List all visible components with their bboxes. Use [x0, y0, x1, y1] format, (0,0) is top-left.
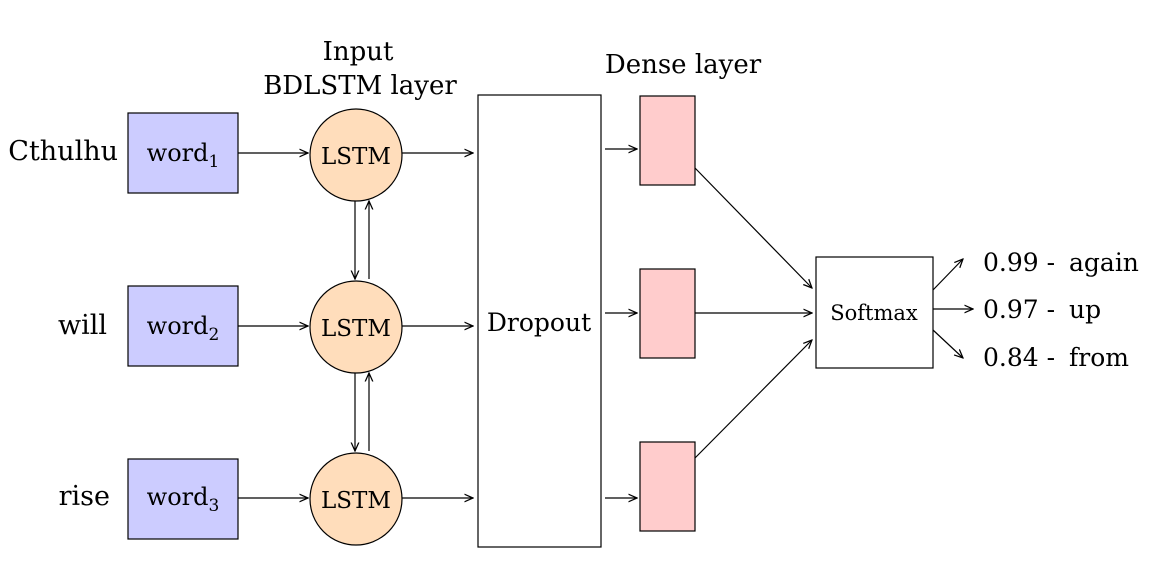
svg-text:Softmax: Softmax [830, 301, 918, 325]
lstm-node-1: LSTM [309, 108, 403, 202]
lstm-node-2: LSTM [309, 280, 403, 374]
word-box-label: word [147, 312, 209, 340]
arrow-softmax-to-output1 [932, 259, 963, 291]
dropout-box: Dropout [477, 94, 602, 548]
input-word-1: Cthulhu [8, 136, 118, 167]
word-box-3: word3 [127, 458, 239, 540]
input-word-3: rise [59, 481, 110, 512]
word-box-subscript: 1 [209, 152, 220, 172]
word-box-subscript: 3 [209, 496, 220, 516]
svg-text:LSTM: LSTM [321, 144, 391, 170]
output-score: 0.99 - [983, 248, 1055, 277]
lstm-node-3: LSTM [309, 452, 403, 546]
input-layer-title-line1: Input [323, 37, 394, 67]
word-box-subscript: 2 [209, 325, 220, 345]
dense-unit-1 [639, 95, 696, 186]
output-score: 0.84 - [983, 343, 1055, 372]
dense-layer-title: Dense layer [605, 50, 762, 80]
svg-text:LSTM: LSTM [321, 316, 391, 342]
dense-unit-2 [639, 268, 696, 359]
word-box-label: word [147, 483, 209, 511]
output-word: from [1069, 343, 1129, 372]
word-box-label: word [147, 139, 209, 167]
output-prediction-3: 0.84 - from [983, 343, 1129, 372]
svg-text:word2: word2 [147, 312, 220, 345]
arrow-dense1-to-softmax [694, 167, 812, 288]
svg-text:LSTM: LSTM [321, 488, 391, 514]
dense-unit-3 [639, 441, 696, 532]
arrow-softmax-to-output3 [932, 329, 963, 358]
svg-text:Dropout: Dropout [487, 308, 591, 337]
input-word-2: will [58, 310, 107, 341]
word-box-2: word2 [127, 285, 239, 367]
input-layer-title-line2: BDLSTM layer [263, 71, 457, 101]
output-score: 0.97 - [983, 295, 1055, 324]
svg-text:word3: word3 [147, 483, 220, 516]
word-box-1: word1 [127, 112, 239, 194]
output-prediction-2: 0.97 - up [983, 295, 1101, 324]
svg-text:word1: word1 [147, 139, 220, 172]
softmax-box: Softmax [815, 256, 934, 369]
output-prediction-1: 0.99 - again [983, 248, 1139, 277]
output-word: up [1069, 295, 1101, 324]
arrow-dense3-to-softmax [694, 340, 812, 459]
output-word: again [1069, 248, 1139, 277]
